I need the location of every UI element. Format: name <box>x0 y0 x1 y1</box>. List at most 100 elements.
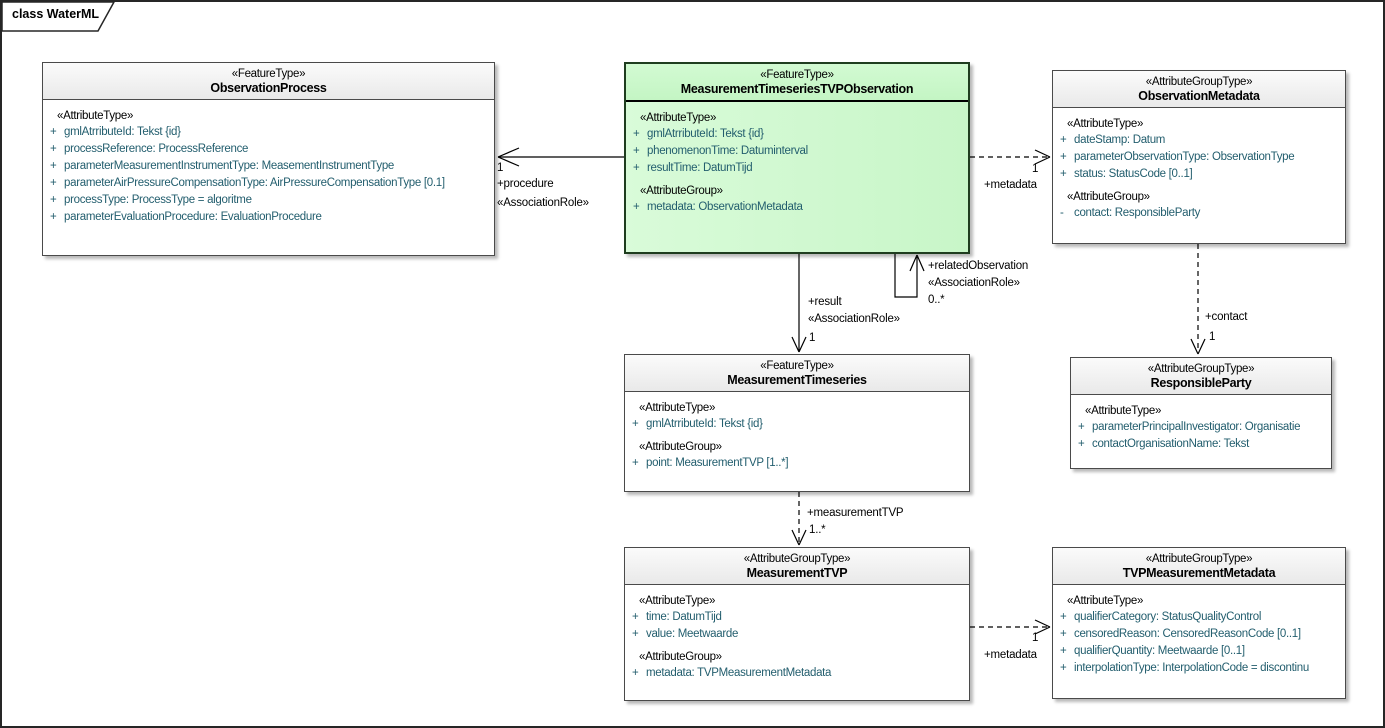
related-observation-stereotype-label: «AssociationRole» <box>928 277 1020 289</box>
frame-tab-shape <box>2 2 115 32</box>
open-arrowhead-down-icon <box>791 529 807 546</box>
class-measurement-timeseries[interactable]: «FeatureType» MeasurementTimeseries «Att… <box>624 354 970 492</box>
class-attribute-compartment: «AttributeType» +gmlAtrributeId: Tekst {… <box>625 392 969 472</box>
open-arrowhead-down-icon <box>1190 338 1206 355</box>
metadata-top-role-label: +metadata <box>984 179 1037 191</box>
class-stereotype: «FeatureType» <box>760 360 834 372</box>
class-header: «AttributeGroupType» ObservationMetadata <box>1053 71 1345 108</box>
class-name: MeasurementTVP <box>746 566 848 580</box>
class-name: ObservationMetadata <box>1138 89 1260 103</box>
measurement-tvp-role-label: +measurementTVP <box>807 507 904 519</box>
attribute-row: +qualifierCategory: StatusQualityControl <box>1060 611 1262 623</box>
attribute-row: +gmlAtrributeId: Tekst {id} <box>50 126 181 138</box>
class-attribute-compartment: «AttributeType» +gmlAtrributeId: Tekst {… <box>43 100 494 226</box>
attribute-row: +metadata: ObservationMetadata <box>633 201 803 213</box>
class-header: «FeatureType» MeasurementTimeseries <box>625 355 969 392</box>
procedure-role-label: +procedure <box>497 178 554 190</box>
section-header: «AttributeType» <box>640 112 717 124</box>
class-observation-metadata[interactable]: «AttributeGroupType» ObservationMetadata… <box>1052 70 1346 244</box>
class-attribute-compartment: «AttributeType» +dateStamp: Datum +param… <box>1053 108 1345 222</box>
connector-measurement-tvp[interactable] <box>791 492 807 546</box>
attribute-row: -contact: ResponsibleParty <box>1060 207 1201 219</box>
class-name: ObservationProcess <box>210 81 327 95</box>
attribute-row: +gmlAtrributeId: Tekst {id} <box>632 418 763 430</box>
section-header: «AttributeType» <box>639 595 716 607</box>
metadata-bottom-role-label: +metadata <box>984 649 1037 661</box>
class-responsible-party[interactable]: «AttributeGroupType» ResponsibleParty «A… <box>1070 357 1332 469</box>
class-measurement-timeseries-tvp-observation[interactable]: «FeatureType» MeasurementTimeseriesTVPOb… <box>624 62 970 254</box>
class-header: «AttributeGroupType» ResponsibleParty <box>1071 358 1331 395</box>
related-observation-role-label: +relatedObservation <box>928 260 1029 272</box>
connector-result[interactable] <box>791 254 807 353</box>
class-stereotype: «AttributeGroupType» <box>1147 363 1255 375</box>
class-stereotype: «FeatureType» <box>231 68 306 80</box>
section-header: «AttributeGroup» <box>1067 191 1150 203</box>
attribute-row: +censoredReason: CensoredReasonCode [0..… <box>1060 628 1301 640</box>
connector-related-observation[interactable] <box>894 254 925 298</box>
class-attribute-compartment: «AttributeType» +qualifierCategory: Stat… <box>1053 585 1345 677</box>
class-stereotype: «AttributeGroupType» <box>743 553 851 565</box>
attribute-row: +parameterMeasurementInstrumentType: Mea… <box>50 160 395 172</box>
class-attribute-compartment: «AttributeType» +parameterPrincipalInves… <box>1071 395 1331 453</box>
section-header: «AttributeGroup» <box>639 441 722 453</box>
attribute-row: +value: Meetwaarde <box>632 628 739 640</box>
attribute-row: +dateStamp: Datum <box>1060 134 1166 146</box>
connector-metadata-top[interactable] <box>970 149 1051 165</box>
attribute-row: +parameterAirPressureCompensationType: A… <box>50 177 445 189</box>
attribute-row: +processType: ProcessType = algoritme <box>50 194 252 206</box>
class-name: TVPMeasurementMetadata <box>1122 566 1276 580</box>
contact-multiplicity: 1 <box>1209 331 1216 343</box>
metadata-top-multiplicity: 1 <box>1032 163 1039 175</box>
connector-procedure[interactable] <box>497 147 624 167</box>
diagram-frame-tab: class WaterML <box>2 2 132 36</box>
attribute-row: +metadata: TVPMeasurementMetadata <box>632 667 832 679</box>
class-stereotype: «AttributeGroupType» <box>1145 553 1253 565</box>
attribute-row: +resultTime: DatumTijd <box>633 162 753 174</box>
section-header: «AttributeGroup» <box>640 185 723 197</box>
contact-role-label: +contact <box>1205 311 1248 323</box>
attribute-row: +parameterObservationType: ObservationTy… <box>1060 151 1295 163</box>
procedure-stereotype-label: «AssociationRole» <box>497 197 589 209</box>
attribute-row: +interpolationType: InterpolationCode = … <box>1060 662 1309 674</box>
class-observation-process[interactable]: «FeatureType» ObservationProcess «Attrib… <box>42 62 495 256</box>
section-header: «AttributeType» <box>1085 405 1162 417</box>
attribute-row: +parameterPrincipalInvestigator: Organis… <box>1078 421 1301 433</box>
section-header: «AttributeType» <box>1067 118 1144 130</box>
connector-contact[interactable] <box>1190 244 1206 355</box>
result-role-label: +result <box>808 296 842 308</box>
class-measurement-tvp[interactable]: «AttributeGroupType» MeasurementTVP «Att… <box>624 547 970 701</box>
class-name: ResponsibleParty <box>1150 376 1252 390</box>
class-attribute-compartment: «AttributeType» +time: DatumTijd +value:… <box>625 585 969 682</box>
section-header: «AttributeType» <box>639 402 716 414</box>
related-observation-multiplicity: 0..* <box>928 294 945 306</box>
attribute-row: +gmlAtrributeId: Tekst {id} <box>633 128 764 140</box>
attribute-row: +contactOrganisationName: Tekst <box>1078 438 1249 450</box>
class-header: «FeatureType» MeasurementTimeseriesTVPOb… <box>626 64 968 102</box>
attribute-row: +phenomenonTime: Datuminterval <box>633 145 808 157</box>
attribute-row: +parameterEvaluationProcedure: Evaluatio… <box>50 211 322 223</box>
attribute-row: +qualifierQuantity: Meetwaarde [0..1] <box>1060 645 1245 657</box>
open-arrowhead-right-icon <box>1034 149 1051 165</box>
section-header: «AttributeType» <box>1067 595 1144 607</box>
attribute-row: +status: StatusCode [0..1] <box>1060 168 1193 180</box>
diagram-title: class WaterML <box>12 7 100 21</box>
open-arrowhead-down-icon <box>791 336 807 353</box>
measurement-tvp-multiplicity: 1..* <box>809 524 826 536</box>
class-name: MeasurementTimeseriesTVPObservation <box>680 82 914 96</box>
open-arrowhead-up-icon <box>909 254 925 272</box>
class-header: «AttributeGroupType» MeasurementTVP <box>625 548 969 585</box>
class-stereotype: «FeatureType» <box>760 69 834 81</box>
class-attribute-compartment: «AttributeType» +gmlAtrributeId: Tekst {… <box>626 102 968 216</box>
result-stereotype-label: «AssociationRole» <box>808 313 900 325</box>
attribute-row: +point: MeasurementTVP [1..*] <box>632 457 789 469</box>
attribute-row: +time: DatumTijd <box>632 611 722 623</box>
class-tvp-measurement-metadata[interactable]: «AttributeGroupType» TVPMeasurementMetad… <box>1052 547 1346 699</box>
section-header: «AttributeGroup» <box>639 651 722 663</box>
section-header: «AttributeType» <box>57 110 134 122</box>
result-multiplicity: 1 <box>809 332 816 344</box>
class-header: «AttributeGroupType» TVPMeasurementMetad… <box>1053 548 1345 585</box>
attribute-row: +processReference: ProcessReference <box>50 143 249 155</box>
class-stereotype: «AttributeGroupType» <box>1145 76 1253 88</box>
procedure-multiplicity: 1 <box>497 162 504 174</box>
